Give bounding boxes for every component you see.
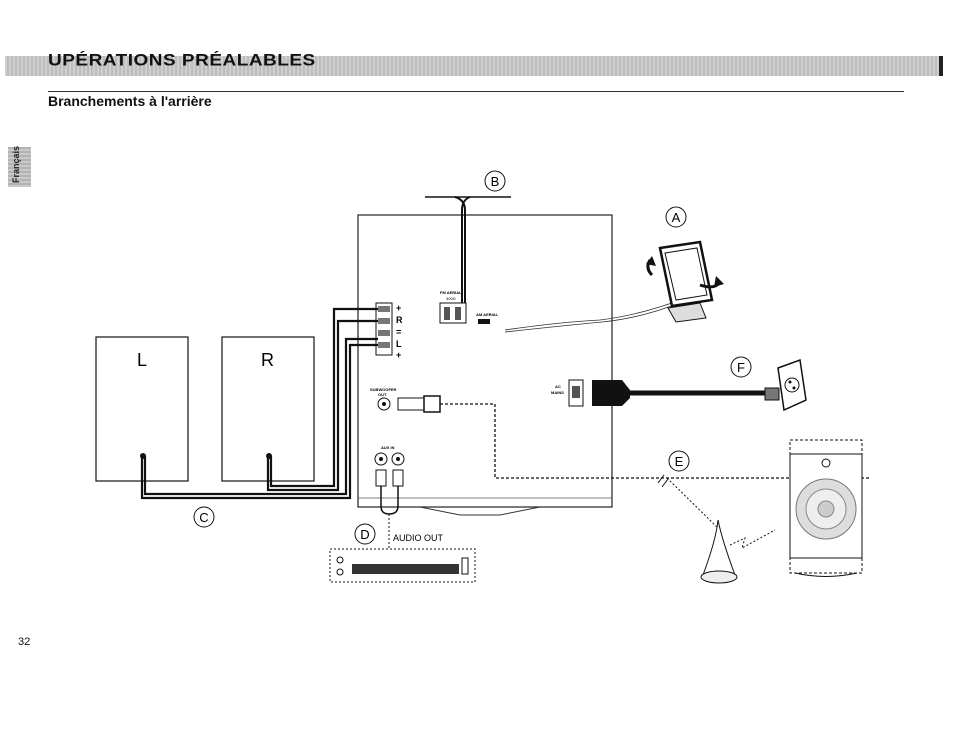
ac-mains-label-1: AC <box>555 384 561 389</box>
svg-text:D: D <box>360 527 369 542</box>
speaker-cables <box>140 307 378 500</box>
fm-ohm-label: 300Ω <box>446 296 456 301</box>
wall-socket <box>777 358 807 412</box>
svg-text:F: F <box>737 360 745 375</box>
fm-aerial-label: FM AERIAL <box>440 290 462 295</box>
callout-f: F <box>730 356 752 378</box>
section-title: UPÉRATIONS PRÉALABLES <box>48 52 316 70</box>
audio-out-label: AUDIO OUT <box>393 533 444 543</box>
am-loop-antenna <box>646 240 724 323</box>
subwoofer <box>789 439 863 577</box>
wireless-transmitter <box>666 477 776 584</box>
callout-b: B <box>484 170 506 192</box>
terminal-minus: = <box>396 327 401 337</box>
subwoofer-out-label-1: SUBWOOFER <box>370 387 397 392</box>
ac-mains-label-2: MAINS <box>551 390 564 395</box>
terminal-l: L <box>396 339 402 349</box>
mains-plug <box>592 380 630 406</box>
speaker-terminals <box>375 302 393 356</box>
aux-in-label: AUX IN <box>381 445 395 450</box>
title-rule <box>48 91 904 92</box>
svg-text:B: B <box>491 174 500 189</box>
section-header-band <box>5 56 943 76</box>
fm-aerial-antenna <box>425 196 511 324</box>
callout-d: D <box>354 523 376 545</box>
am-aerial-label: AM AERIAL <box>476 312 499 317</box>
svg-text:E: E <box>675 454 684 469</box>
callout-e: E <box>668 450 690 472</box>
svg-text:A: A <box>672 210 681 225</box>
svg-text:C: C <box>199 510 208 525</box>
page-number: 32 <box>18 636 31 648</box>
terminal-plus-top: + <box>396 303 401 313</box>
terminal-plus-bottom: + <box>396 350 401 360</box>
subwoofer-out-label-2: OUT <box>378 392 387 397</box>
page-subtitle: Branchements à l'arrière <box>48 93 212 109</box>
terminal-r: R <box>396 315 403 325</box>
audio-source-device <box>329 548 476 583</box>
am-aerial-terminal <box>478 319 490 324</box>
speaker-left-label: L <box>137 350 147 370</box>
callout-a: A <box>665 206 687 228</box>
speaker-right-label: R <box>261 350 274 370</box>
callout-c: C <box>193 506 215 528</box>
language-tab: Français <box>8 146 31 187</box>
